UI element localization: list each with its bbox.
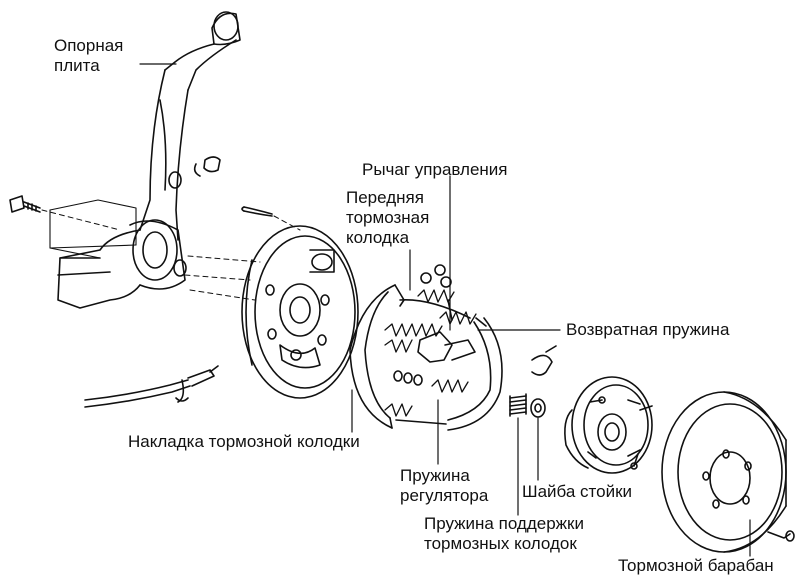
mounting-bolt (9, 195, 41, 213)
backing-plate (241, 225, 359, 399)
label-perednyaya-kolodka: Передняя тормозная колодка (346, 188, 430, 247)
hold-down-spring (509, 393, 527, 417)
brake-drum (661, 391, 787, 553)
cotter-pin (241, 206, 273, 217)
label-tormoznoy-baraban: Тормозной барабан (618, 556, 774, 575)
label-pruzhina-podderzhki: Пружина поддержки тормозных колодок (424, 514, 584, 553)
retainer-washer (530, 398, 546, 418)
label-rychag-upravleniya: Рычаг управления (362, 160, 508, 179)
parking-brake-cable (84, 365, 219, 408)
wheel-hub (564, 376, 653, 474)
label-opornaya-plita: Опорная плита (54, 36, 124, 75)
mounting-plane-outline (49, 199, 137, 259)
drum-bolt (767, 530, 795, 542)
label-nakladka: Накладка тормозной колодки (128, 432, 360, 451)
adjuster-lever (393, 264, 476, 386)
label-vozvratnaya-pruzhina: Возвратная пружина (566, 320, 730, 339)
retaining-nut (193, 156, 221, 177)
label-pruzhina-regulyatora: Пружина регулятора (400, 466, 489, 505)
adjuster-clip (531, 345, 557, 376)
label-shayba-stoyki: Шайба стойки (522, 482, 633, 501)
steering-knuckle (57, 11, 241, 309)
brake-shoes (349, 284, 503, 431)
return-springs (384, 289, 477, 417)
leader-lines (139, 63, 751, 557)
